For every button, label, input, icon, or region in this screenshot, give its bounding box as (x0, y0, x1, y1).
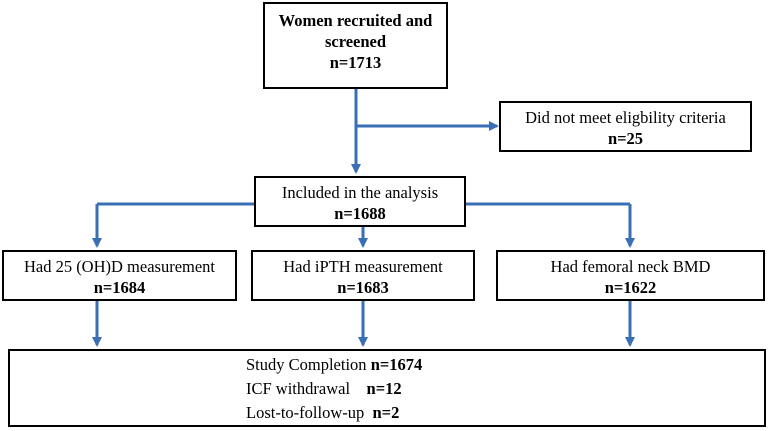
completion-line1: Study Completion n=1674 (246, 353, 764, 377)
excluded-label: Did not meet eligbility criteria (525, 108, 726, 127)
bmd-count: n=1622 (604, 278, 657, 297)
box-ohd: Had 25 (OH)D measurement n=1684 (2, 250, 237, 301)
completion-count: n=1674 (370, 355, 423, 374)
completion-line3: Lost-to-follow-up n=2 (246, 401, 764, 425)
recruited-count: n=1713 (329, 53, 382, 72)
ohd-count: n=1684 (93, 278, 146, 297)
box-completion: Study Completion n=1674 ICF withdrawal n… (8, 349, 766, 427)
ipth-label: Had iPTH measurement (283, 257, 443, 276)
included-count: n=1688 (334, 204, 386, 223)
included-label: Included in the analysis (281, 183, 439, 202)
completion-label: Study Completion (246, 355, 367, 374)
ipth-count: n=1683 (337, 278, 389, 297)
completion-line2: ICF withdrawal n=12 (246, 377, 764, 401)
box-included: Included in the analysis n=1688 (254, 176, 466, 227)
lost-count: n=2 (372, 403, 400, 422)
withdrawal-label: ICF withdrawal (246, 379, 351, 398)
box-recruited: Women recruited and screened n=1713 (263, 2, 448, 89)
withdrawal-count: n=12 (366, 379, 402, 398)
box-ipth: Had iPTH measurement n=1683 (251, 250, 475, 301)
excluded-count: n=25 (607, 129, 644, 148)
bmd-label: Had femoral neck BMD (550, 257, 711, 276)
recruited-line1: Women recruited and (278, 11, 433, 30)
recruited-line2: screened (324, 32, 387, 51)
ohd-label: Had 25 (OH)D measurement (23, 257, 216, 276)
lost-label: Lost-to-follow-up (246, 403, 365, 422)
box-bmd: Had femoral neck BMD n=1622 (496, 250, 765, 301)
box-excluded: Did not meet eligbility criteria n=25 (499, 101, 752, 152)
